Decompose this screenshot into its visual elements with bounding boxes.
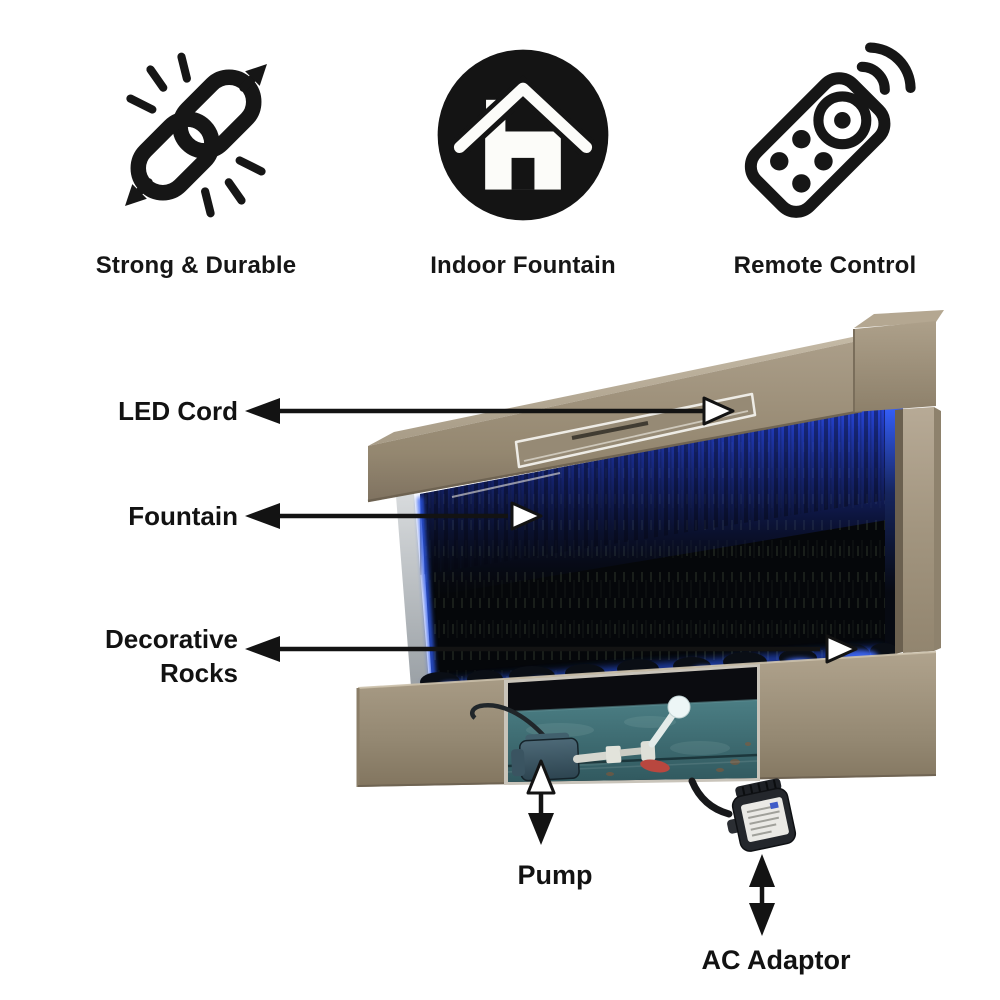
chain-link-icon bbox=[125, 52, 267, 218]
led-glow-right bbox=[885, 405, 903, 655]
pump-arrow bbox=[526, 759, 556, 845]
basin-opening bbox=[470, 664, 760, 785]
led-slot bbox=[514, 392, 757, 469]
valve-handle bbox=[640, 759, 670, 773]
left-frame-strip bbox=[396, 493, 429, 687]
feature-indoor-fountain: Indoor Fountain bbox=[393, 47, 653, 280]
decorative-rocks bbox=[420, 643, 898, 692]
decorative-rocks-arrow bbox=[245, 634, 858, 664]
right-frame bbox=[853, 310, 944, 654]
feature-remote-control: Remote Control bbox=[695, 42, 955, 280]
top-bar bbox=[367, 330, 886, 503]
basin-water bbox=[508, 700, 757, 782]
callout-led-cord: LED Cord bbox=[118, 396, 238, 426]
pump bbox=[470, 703, 580, 782]
callout-decorative-rocks: Decorative Rocks bbox=[105, 624, 238, 688]
callout-pump: Pump bbox=[517, 860, 593, 890]
feature-strong-durable: Strong & Durable bbox=[66, 44, 326, 280]
led-glow-left bbox=[417, 496, 436, 682]
feature-label-strong-durable: Strong & Durable bbox=[95, 252, 297, 279]
callout-fountain: Fountain bbox=[128, 501, 238, 531]
float-ball bbox=[667, 695, 691, 719]
led-cord-arrow bbox=[245, 396, 735, 426]
callout-ac-adaptor: AC Adaptor bbox=[701, 945, 851, 975]
fountain-arrow bbox=[245, 501, 543, 531]
tubing bbox=[573, 695, 691, 773]
remote-control-icon bbox=[744, 42, 916, 218]
water-wall bbox=[396, 405, 903, 687]
power-cord bbox=[688, 777, 733, 818]
base-basin bbox=[356, 651, 937, 787]
feature-label-indoor-fountain: Indoor Fountain bbox=[430, 252, 616, 279]
ac-adaptor-arrow bbox=[749, 854, 775, 936]
ac-adaptor bbox=[727, 778, 797, 852]
feature-label-remote-control: Remote Control bbox=[733, 252, 917, 279]
house-icon bbox=[437, 49, 609, 221]
callout-arrows bbox=[245, 396, 858, 936]
